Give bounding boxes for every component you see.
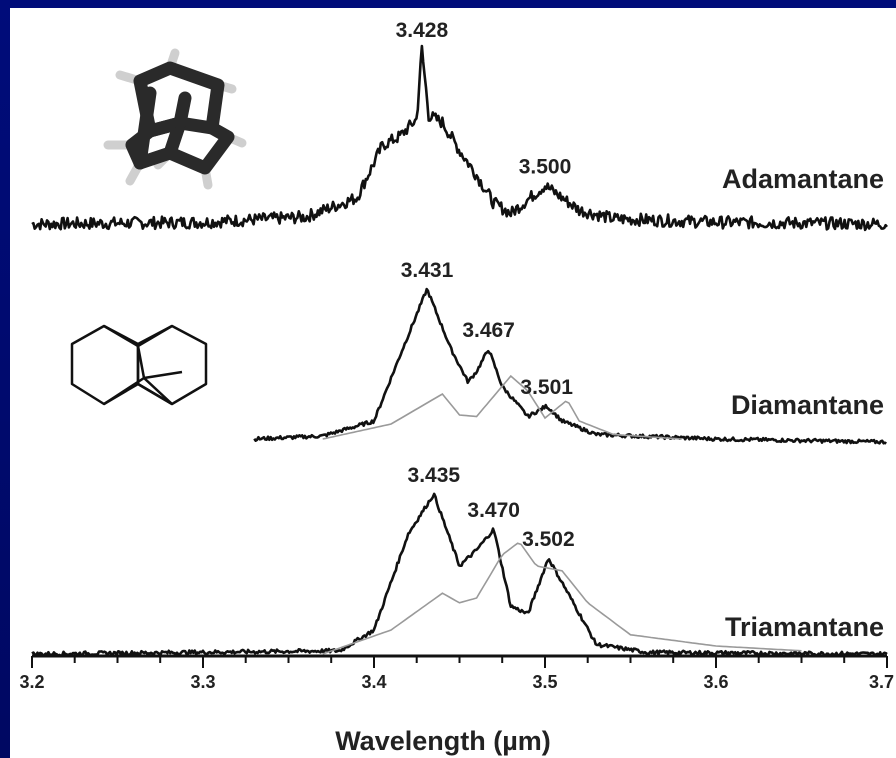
x-tick-label: 3.6 <box>703 672 728 692</box>
adamantane-molecule-icon <box>103 48 247 190</box>
diamantane-spectrum-line <box>253 287 887 445</box>
triamantane-peak-label: 3.502 <box>522 528 575 551</box>
x-tick-label: 3.2 <box>19 672 44 692</box>
triamantane-spectrum-line <box>31 492 888 658</box>
diamantane-peak-label: 3.431 <box>401 259 454 282</box>
triamantane-model-line <box>322 542 802 655</box>
diamantane-model-line <box>322 374 682 440</box>
x-tick-label: 3.4 <box>361 672 386 692</box>
x-axis-label: Wavelength (µm) <box>335 726 551 756</box>
triamantane-peak-label: 3.470 <box>467 499 520 522</box>
adamantane-peak-label: 3.428 <box>396 19 449 42</box>
x-tick-label: 3.7 <box>869 672 894 692</box>
adamantane-series-label: Adamantane <box>722 164 884 194</box>
diamantane-series-label: Diamantane <box>731 390 884 420</box>
x-tick-label: 3.3 <box>190 672 215 692</box>
spectrum-chart: 3.428 3.500 Adamantane 3.431 3.467 3.501Diama… <box>19 19 894 756</box>
diamantane-structure-icon <box>70 324 208 406</box>
adamantane-peak-label: 3.500 <box>519 156 572 179</box>
plot-area: 3.428 3.500 Adamantane 3.431 3.467 3.501Diama… <box>31 19 888 658</box>
adamantane-spectrum-line <box>31 44 888 232</box>
x-tick-label: 3.5 <box>532 672 557 692</box>
triamantane-series-label: Triamantane <box>725 612 884 642</box>
diamantane-peak-label: 3.501 <box>520 376 573 399</box>
diamantane-peak-label: 3.467 <box>462 319 515 342</box>
x-axis: 3.2 3.3 3.4 3.5 3.6 3.7 <box>19 654 894 692</box>
triamantane-peak-label: 3.435 <box>408 464 461 487</box>
